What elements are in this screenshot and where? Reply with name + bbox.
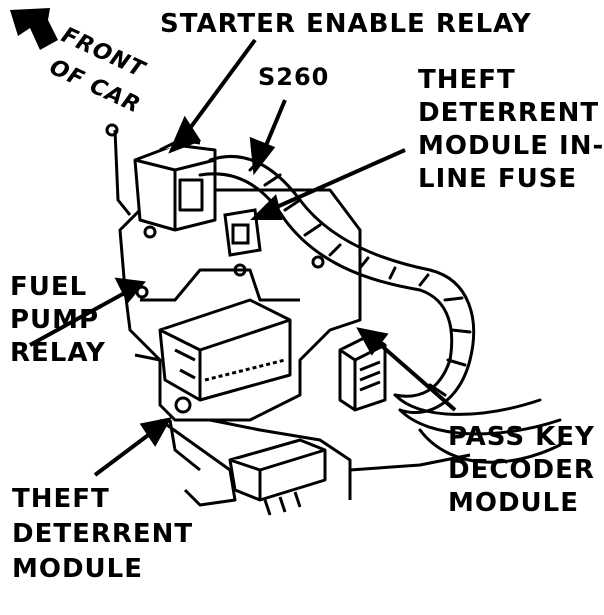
starter-enable-relay (133, 138, 217, 232)
label-pass-key-line1: PASS KEY (448, 422, 595, 452)
label-pass-key-line3: MODULE (448, 488, 579, 518)
label-theft-fuse-line4: LINE FUSE (418, 164, 577, 194)
label-starter-enable-relay: STARTER ENABLE RELAY (160, 9, 532, 39)
lower-connector (228, 438, 327, 516)
label-fuel-pump-relay-line2: PUMP (10, 305, 99, 335)
theft-deterrent-module (158, 298, 292, 402)
label-s260: S260 (258, 63, 329, 91)
label-theft-module-line1: THEFT (12, 484, 110, 514)
label-theft-fuse-line3: MODULE IN- (418, 131, 604, 161)
label-fuel-pump-relay-line3: RELAY (10, 338, 106, 368)
label-theft-module-line2: DETERRENT (12, 519, 193, 549)
label-fuel-pump-relay-line1: FUEL (10, 272, 87, 302)
label-theft-fuse-line1: THEFT (418, 65, 516, 95)
label-theft-fuse-line2: DETERRENT (418, 98, 599, 128)
label-pass-key-line2: DECODER (448, 455, 595, 485)
leader-arrows (29, 38, 457, 477)
label-theft-module-line3: MODULE (12, 554, 143, 584)
front-of-car-arrow (10, 8, 58, 50)
inline-fuse-holder (223, 208, 262, 257)
